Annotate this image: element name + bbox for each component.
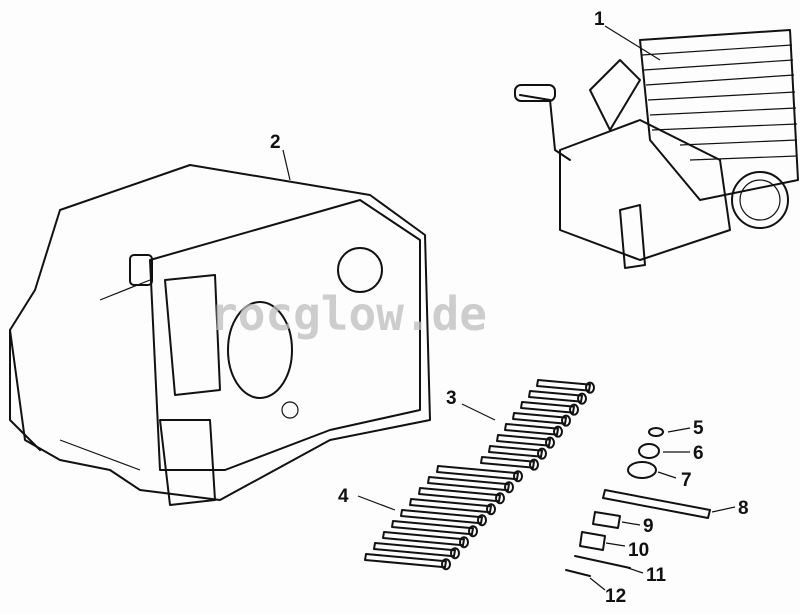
bolt-head: [450, 547, 460, 560]
bolt: [480, 456, 535, 469]
bolt: [436, 465, 519, 481]
watermark: rocglow.de: [210, 287, 487, 341]
bolt-head: [486, 503, 496, 516]
bolt-head: [477, 514, 487, 527]
bolt: [504, 423, 559, 436]
bolt: [496, 434, 551, 447]
bolt-head: [545, 436, 555, 449]
callout-3: 3: [446, 388, 457, 409]
engine-assembly: [514, 29, 799, 269]
bolt: [528, 390, 583, 403]
callout-8: 8: [738, 498, 749, 519]
callout-12: 12: [605, 586, 626, 607]
part-12-pin: [565, 569, 591, 577]
callout-10: 10: [628, 540, 649, 561]
bolt-head: [468, 525, 478, 538]
part-5-washer: [648, 427, 664, 437]
bolt-head: [585, 381, 595, 394]
crankcase: [9, 164, 431, 506]
bolt-head: [553, 425, 563, 438]
bolt: [488, 445, 543, 458]
bolt-group-4: [364, 465, 523, 571]
part-6-seal: [638, 443, 660, 459]
bolt: [512, 412, 567, 425]
part-10-bush: [579, 531, 606, 551]
bolt: [536, 379, 591, 392]
bolt-head: [504, 481, 514, 494]
bolt-head: [537, 447, 547, 460]
bolt-group-3: [480, 379, 595, 471]
small-parts: [565, 427, 711, 577]
bolt: [427, 476, 510, 492]
callout-1: 1: [594, 9, 605, 30]
callout-7: 7: [681, 470, 692, 491]
part-9-bush: [592, 511, 621, 529]
leader-lines: [282, 25, 736, 591]
bolt-head: [569, 403, 579, 416]
callout-9: 9: [643, 516, 654, 537]
bolt: [418, 487, 501, 503]
bolt-head: [495, 492, 505, 505]
bolt: [391, 520, 474, 536]
bolt: [400, 509, 483, 525]
bolt: [409, 498, 492, 514]
bolt-head: [513, 470, 523, 483]
bolt-head: [561, 414, 571, 427]
bolt-head: [441, 558, 451, 571]
callout-11: 11: [646, 565, 667, 586]
part-8-shaft: [602, 489, 711, 519]
bolt: [364, 553, 447, 569]
bolt-head: [577, 392, 587, 405]
callout-5: 5: [693, 418, 704, 439]
part-7-oring: [627, 461, 657, 479]
part-11-pin: [574, 555, 631, 569]
bolt: [373, 542, 456, 558]
callout-labels: 1 2 3 4 5 6 7 8 9 10 11 12: [270, 9, 749, 607]
bolt-head: [529, 458, 539, 471]
bolt: [520, 401, 575, 414]
callout-6: 6: [693, 443, 704, 464]
callout-4: 4: [338, 486, 349, 507]
callout-2: 2: [270, 132, 281, 153]
bolt-head: [459, 536, 469, 549]
bolt: [382, 531, 465, 547]
